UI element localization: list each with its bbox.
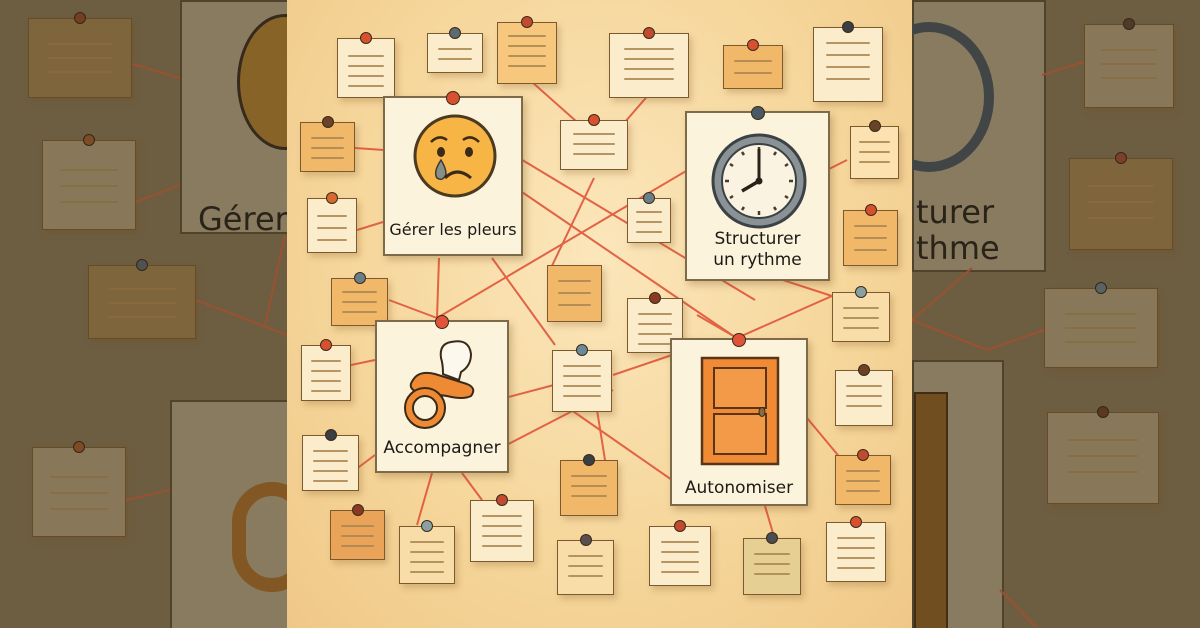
sticky-note [88,259,196,339]
background-card-autonomy [912,360,1004,628]
sticky-note [557,534,614,595]
sticky-note [1069,152,1173,250]
pacifier-icon [232,482,287,592]
sticky-note [627,192,671,243]
pacifier-icon [404,340,475,429]
sticky-note [826,516,886,582]
background-label-right-1: turer [916,193,995,231]
background-card-rhythm: turer thme [912,0,1046,272]
sticky-note [28,12,132,98]
background-left-panel: Gérer [0,0,287,628]
card-label-accompany: Accompagner [383,438,501,458]
sticky-note [723,39,783,89]
sticky-note [813,21,883,102]
sticky-note [1044,282,1158,368]
sticky-note [1047,406,1159,504]
sticky-note [497,16,557,84]
sticky-note [337,32,395,98]
background-label-left: Gérer [198,200,287,238]
sticky-note [835,364,893,426]
sticky-note [547,265,602,322]
sticky-note [835,449,891,505]
sticky-note [307,192,357,253]
sticky-note [301,339,351,401]
sticky-note [302,429,359,491]
sticky-note [1084,18,1174,108]
card-label-crying: Gérer les pleurs [389,220,517,239]
strings-left [125,63,287,501]
crying-face-icon [413,114,497,198]
sticky-note [743,532,801,595]
sticky-note [300,116,355,172]
sticky-note [843,204,898,266]
clock-icon [711,133,807,229]
sticky-note [649,520,711,586]
sticky-note [609,27,689,98]
sticky-note [850,120,899,179]
card-autonomy[interactable]: Autonomiser [670,333,808,506]
background-card-crying: Gérer [180,0,287,238]
background-right-panel: turer thme [912,0,1200,628]
card-rhythm[interactable]: Structurer un rythme [685,106,830,281]
card-crying[interactable]: Gérer les pleurs [383,91,523,256]
background-label-right-2: thme [916,229,1000,267]
card-label-rhythm-2: un rythme [713,250,802,270]
sticky-note [560,114,628,170]
door-icon [700,356,780,466]
sticky-note [427,27,483,73]
strings-right [912,61,1085,628]
card-accompany[interactable]: Accompagner [375,315,509,473]
card-label-autonomy: Autonomiser [684,478,794,498]
sticky-note [32,441,126,537]
sticky-note [832,286,890,342]
sticky-note [552,344,612,412]
concept-board: Gérer les pleurs Structurer un rythme [287,0,912,628]
sticky-note [331,272,388,326]
sticky-note [470,494,534,562]
sticky-note [42,134,136,230]
card-label-rhythm-1: Structurer [714,229,801,249]
sticky-note [399,520,455,584]
sticky-note [330,504,385,560]
sticky-note [560,454,618,516]
door-icon [914,392,948,628]
background-card-accompany [170,400,287,628]
